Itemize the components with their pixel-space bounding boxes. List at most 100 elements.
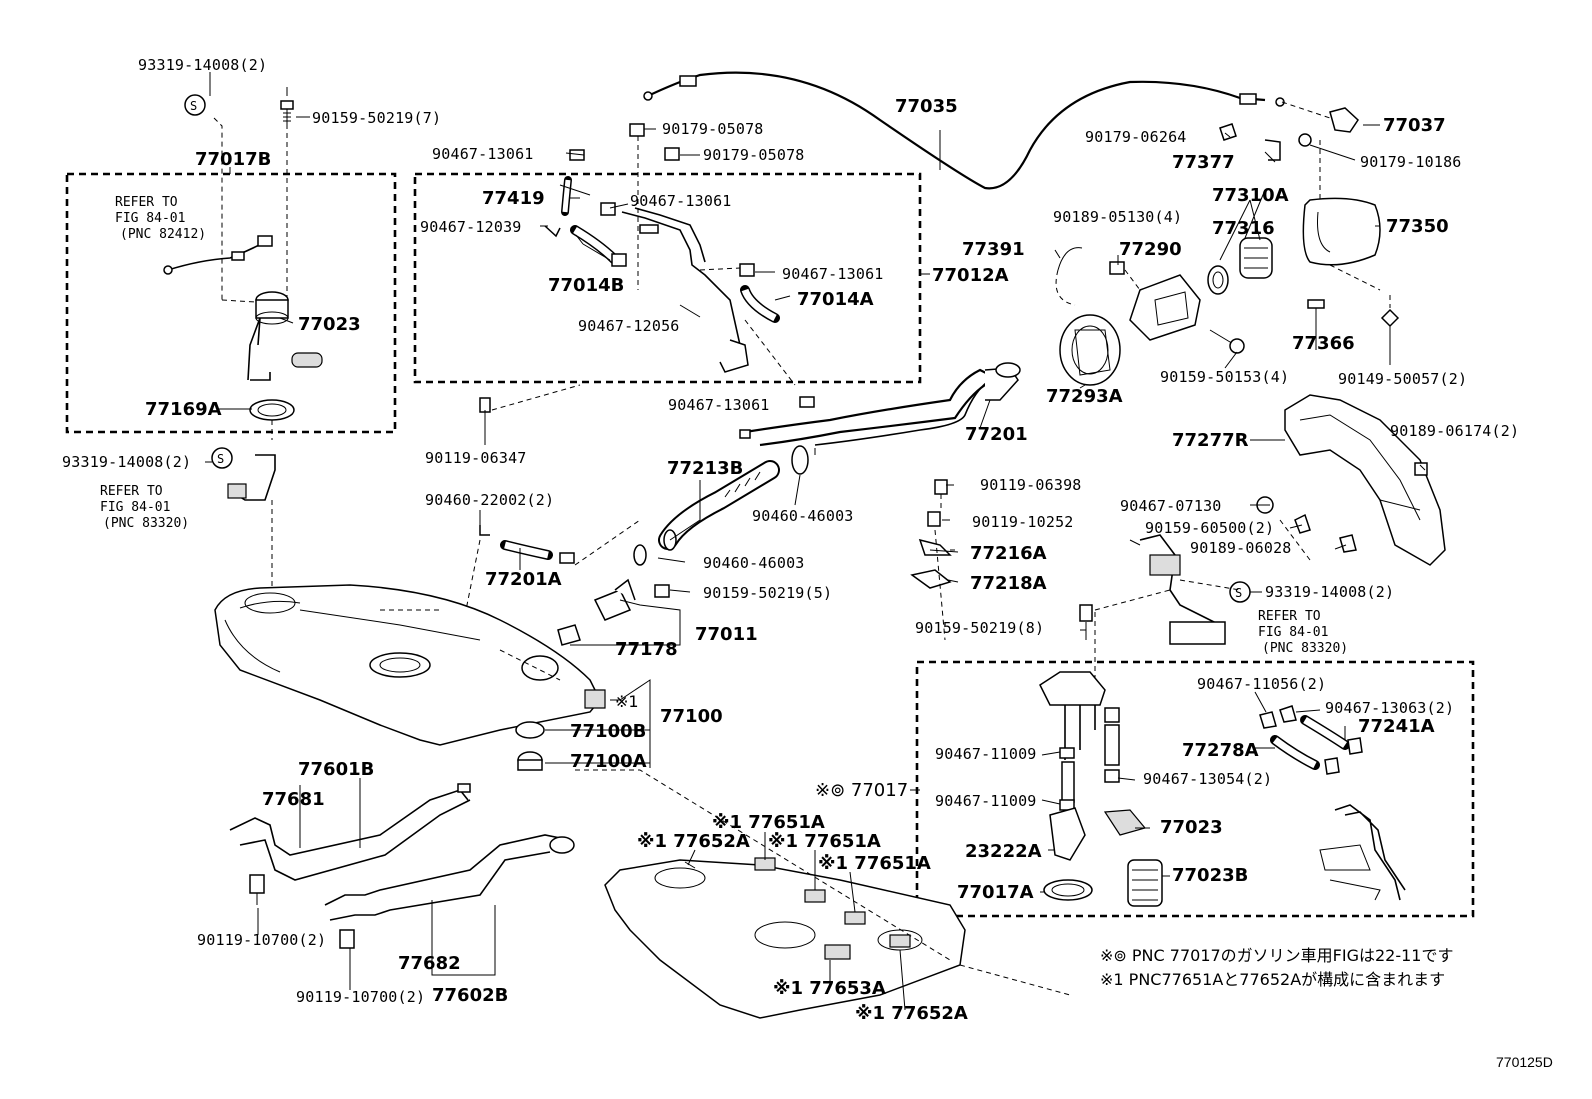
- refer-text: REFER TO: [100, 484, 163, 499]
- part-label: 77014B: [548, 275, 624, 296]
- svg-text:S: S: [1235, 586, 1242, 600]
- part-label: 77011: [695, 624, 758, 645]
- part-label: 77037: [1383, 115, 1446, 136]
- fuel-lid-cable: [643, 71, 1359, 200]
- part-label: 90119-06398: [980, 476, 1082, 494]
- part-label: ※1 77652A: [637, 831, 750, 852]
- part-label: 23222A: [965, 841, 1042, 862]
- part-label: 90467-11009: [935, 792, 1037, 810]
- footnote-included: ※1 PNC77651Aと77652Aが構成に含まれます: [1100, 970, 1445, 989]
- part-label: 93319-14008(2): [1265, 583, 1394, 601]
- part-label: 90467-13061: [782, 265, 884, 283]
- footnote-gasoline: ※⊚ PNC 77017のガソリン車用FIGは22-11です: [1100, 946, 1454, 965]
- part-label: 77201: [965, 424, 1028, 445]
- part-label: 77218A: [970, 573, 1047, 594]
- part-label: ※1: [615, 692, 639, 711]
- fuel-pump-assembly: [1039, 671, 1406, 907]
- part-label: 90159-50153(4): [1160, 368, 1289, 386]
- part-label: 90467-11056(2): [1197, 675, 1326, 693]
- fuel-sender-group-box: [65, 172, 397, 434]
- refer-text: FIG 84-01: [100, 500, 170, 515]
- fuel-filler-hose: [633, 445, 809, 566]
- part-label: 90467-12056: [578, 317, 680, 335]
- part-label: 77017B: [195, 149, 271, 170]
- part-label: 93319-14008(2): [62, 453, 191, 471]
- vent-valve: [557, 578, 670, 646]
- part-label: 90179-05078: [662, 120, 764, 138]
- part-label: 77278A: [1182, 740, 1259, 761]
- part-label: 77100B: [570, 721, 646, 742]
- breather-hoses: [544, 123, 815, 408]
- part-label: 90467-13061: [630, 192, 732, 210]
- part-label: 77035: [895, 96, 958, 117]
- part-label: 77178: [615, 639, 678, 660]
- part-label: ※⊚ 77017: [815, 780, 908, 801]
- breather-hose-small: [464, 384, 641, 616]
- refer-text: (PNC 83320): [103, 516, 189, 531]
- fuel-inlet-pipe: [739, 362, 1021, 455]
- breather-hose-group-box: [413, 172, 922, 384]
- part-label: 77377: [1172, 152, 1235, 173]
- part-label: 77682: [398, 953, 461, 974]
- part-label: 90467-13054(2): [1143, 770, 1272, 788]
- part-label: 90189-06174(2): [1390, 422, 1519, 440]
- part-label: 90179-05078: [703, 146, 805, 164]
- part-label: 77023: [298, 314, 361, 335]
- fuel-pump-group-box: [915, 660, 1475, 918]
- part-label: 77350: [1386, 216, 1449, 237]
- part-label: 93319-14008(2): [138, 56, 267, 74]
- part-label: 90119-10700(2): [197, 931, 326, 949]
- part-labels: 93319-14008(2) 90159-50219(7) 77017B 770…: [62, 56, 1519, 1024]
- part-label: 77419: [482, 188, 545, 209]
- part-label: 90189-06028: [1190, 539, 1292, 557]
- part-label: 90119-06347: [425, 449, 527, 467]
- part-label: 77014A: [797, 289, 874, 310]
- refer-text: (PNC 83320): [1262, 641, 1348, 656]
- part-label: 90467-11009: [935, 745, 1037, 763]
- part-label: 90467-12039: [420, 218, 522, 236]
- part-label: 77017A: [957, 882, 1034, 903]
- part-label: 77290: [1119, 239, 1182, 260]
- leader-lines: [205, 72, 1426, 1011]
- part-label: ※1 77652A: [855, 1003, 968, 1024]
- part-label: 77169A: [145, 399, 222, 420]
- part-label: ※1 77651A: [712, 812, 825, 833]
- part-label: 90467-13061: [432, 145, 534, 163]
- refer-text: FIG 84-01: [115, 211, 185, 226]
- part-label: 90119-10700(2): [296, 988, 425, 1006]
- part-label: 77201A: [485, 569, 562, 590]
- part-label: 77601B: [298, 759, 374, 780]
- part-label: 77100: [660, 706, 723, 727]
- part-label: 77241A: [1358, 716, 1435, 737]
- part-label: 90467-07130: [1120, 497, 1222, 515]
- fuel-filler-lid-parts: [1055, 123, 1400, 386]
- part-label: 77216A: [970, 543, 1047, 564]
- refer-text: (PNC 82412): [120, 227, 206, 242]
- part-label: 90159-50219(5): [703, 584, 832, 602]
- part-label: 90460-46003: [703, 554, 805, 572]
- tank-band-lower: [324, 834, 575, 949]
- tank-band-upper: [229, 783, 471, 905]
- part-label: 90460-46003: [752, 507, 854, 525]
- part-label: 90159-60500(2): [1145, 519, 1274, 537]
- part-label: 77277R: [1172, 430, 1249, 451]
- fuel-tank-protector: [1256, 394, 1446, 566]
- part-label: 90460-22002(2): [425, 491, 554, 509]
- part-label: 77391: [962, 239, 1025, 260]
- part-label: 77602B: [432, 985, 508, 1006]
- part-label: 90159-50219(8): [915, 619, 1044, 637]
- hose-clamps: [910, 479, 952, 641]
- part-label: 90467-13063(2): [1325, 699, 1454, 717]
- part-label: 77310A: [1212, 185, 1289, 206]
- part-label: 77293A: [1046, 386, 1123, 407]
- svg-text:S: S: [217, 452, 224, 466]
- part-label: 90189-05130(4): [1053, 208, 1182, 226]
- part-label: ※1 77651A: [818, 853, 931, 874]
- part-label: 77681: [262, 789, 325, 810]
- refer-text: REFER TO: [1258, 609, 1321, 624]
- part-label: ※1 77653A: [773, 978, 886, 999]
- part-label: 77023: [1160, 817, 1223, 838]
- part-label: 77012A: [932, 265, 1009, 286]
